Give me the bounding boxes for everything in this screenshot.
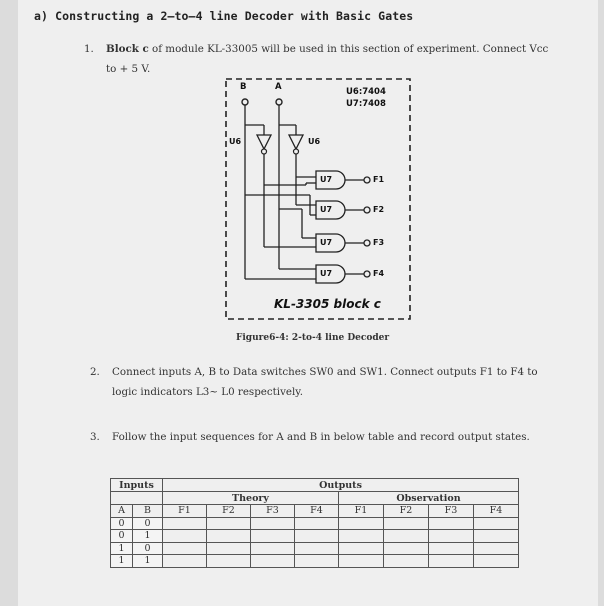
cell-empty (383, 516, 429, 530)
col-header-a: A (110, 504, 133, 518)
cell-empty (428, 516, 474, 530)
figure-caption: Figure6-4: 2-to-4 line Decoder (236, 333, 390, 343)
cell-empty (428, 529, 474, 543)
chip-label-u7: U7:7408 (346, 99, 386, 109)
step-text: Connect inputs A, B to Data switches SW0… (112, 366, 538, 378)
cell-empty (250, 516, 295, 530)
cell-empty (473, 529, 519, 543)
cell-empty (250, 541, 295, 555)
step-number: 1. (84, 43, 94, 55)
decoder-circuit-diagram: B A U6:7404 U7:7408 U6 U6 U7 U7 U7 U7 F1… (224, 77, 414, 323)
cell-empty (383, 529, 429, 543)
and-gate-4-label: U7 (320, 269, 333, 278)
cell-empty (206, 516, 251, 530)
table-row: 0 0 (110, 516, 519, 530)
theory-header: Theory (162, 491, 339, 505)
cell-empty (383, 554, 429, 568)
section-title: Constructing a 2–to–4 line Decoder with … (55, 9, 414, 23)
cell-b: 1 (132, 554, 163, 568)
col-header-b: B (132, 504, 163, 518)
table-row: 0 1 (110, 529, 519, 543)
circuit-svg (225, 78, 411, 320)
step-text: Follow the input sequences for A and B i… (112, 431, 530, 443)
cell-empty (162, 529, 207, 543)
cell-empty (338, 554, 384, 568)
section-heading: a) Constructing a 2–to–4 line Decoder wi… (34, 9, 413, 23)
input-b-label: B (240, 82, 247, 92)
section-label: a) (34, 9, 49, 23)
cell-empty (206, 554, 251, 568)
cell-empty (473, 516, 519, 530)
cell-empty (428, 541, 474, 555)
col-header-theory-f3: F3 (250, 504, 295, 518)
block-title: KL-3305 block c (274, 297, 381, 311)
step-text-cont: to + 5 V. (106, 63, 151, 75)
cell-empty (428, 554, 474, 568)
cell-empty (338, 516, 384, 530)
step-text-cont: logic indicators L3~ L0 respectively. (112, 386, 304, 398)
chip-label-u6: U6:7404 (346, 87, 386, 97)
cell-empty (383, 541, 429, 555)
outputs-header: Outputs (162, 478, 519, 492)
step-1: 1. Block c of module KL-33005 will be use… (84, 39, 548, 79)
cell-empty (250, 554, 295, 568)
output-f2-label: F2 (373, 205, 385, 214)
col-header-theory-f1: F1 (162, 504, 207, 518)
blank-header (110, 491, 163, 505)
input-a-label: A (275, 82, 282, 92)
observation-header: Observation (338, 491, 519, 505)
cell-empty (162, 554, 207, 568)
step-lead: Block c (106, 43, 149, 55)
output-f4-label: F4 (373, 269, 385, 278)
cell-empty (294, 541, 339, 555)
truth-table: Inputs Outputs Theory Observation A B F1… (110, 478, 519, 568)
cell-empty (206, 529, 251, 543)
col-header-theory-f2: F2 (206, 504, 251, 518)
cell-b: 0 (132, 541, 163, 555)
cell-empty (473, 541, 519, 555)
cell-b: 1 (132, 529, 163, 543)
cell-empty (473, 554, 519, 568)
output-f1-label: F1 (373, 175, 385, 184)
step-number: 3. (90, 431, 100, 443)
step-number: 2. (90, 366, 100, 378)
step-3: 3. Follow the input sequences for A and B… (90, 427, 530, 447)
cell-a: 0 (110, 516, 133, 530)
cell-empty (162, 541, 207, 555)
cell-empty (294, 516, 339, 530)
col-header-obs-f1: F1 (338, 504, 384, 518)
cell-b: 0 (132, 516, 163, 530)
cell-a: 1 (110, 541, 133, 555)
table-row: 1 0 (110, 541, 519, 555)
cell-a: 1 (110, 554, 133, 568)
cell-empty (250, 529, 295, 543)
col-header-theory-f4: F4 (294, 504, 339, 518)
cell-empty (294, 554, 339, 568)
inverter-b-label: U6 (229, 137, 242, 146)
col-header-obs-f4: F4 (473, 504, 519, 518)
cell-empty (162, 516, 207, 530)
inverter-a-label: U6 (308, 137, 321, 146)
output-f3-label: F3 (373, 238, 385, 247)
inputs-header: Inputs (110, 478, 163, 492)
step-2: 2. Connect inputs A, B to Data switches S… (90, 362, 538, 402)
and-gate-3-label: U7 (320, 238, 333, 247)
step-text: of module KL-33005 will be used in this … (148, 43, 549, 55)
and-gate-1-label: U7 (320, 175, 333, 184)
cell-a: 0 (110, 529, 133, 543)
cell-empty (206, 541, 251, 555)
cell-empty (338, 529, 384, 543)
cell-empty (338, 541, 384, 555)
table-row: 1 1 (110, 554, 519, 568)
cell-empty (294, 529, 339, 543)
col-header-obs-f2: F2 (383, 504, 429, 518)
and-gate-2-label: U7 (320, 205, 333, 214)
col-header-obs-f3: F3 (428, 504, 474, 518)
